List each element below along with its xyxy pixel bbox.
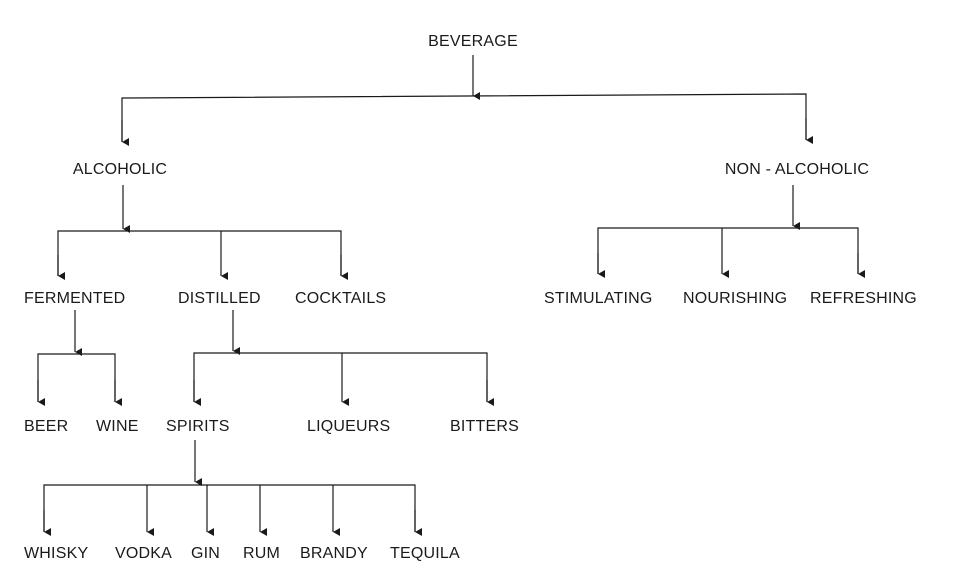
edge-beverage-bus: [121, 93, 807, 142]
node-refreshing: REFRESHING: [810, 290, 917, 307]
node-tequila: TEQUILA: [390, 545, 460, 562]
node-brandy: BRANDY: [300, 545, 368, 562]
node-gin: GIN: [191, 545, 221, 562]
node-beverage: BEVERAGE: [428, 33, 518, 50]
edge-spirits-bus: [43, 484, 416, 532]
node-spirits: SPIRITS: [166, 418, 230, 435]
node-cocktails: COCKTAILS: [295, 290, 387, 307]
node-beer: BEER: [24, 418, 69, 435]
node-non-alcoholic: NON - ALCOHOLIC: [724, 161, 870, 178]
node-stimulating: STIMULATING: [544, 290, 653, 307]
edge-fermented-bus: [37, 353, 116, 402]
node-wine: WINE: [96, 418, 139, 435]
edge-non-alcoholic-bus: [597, 227, 859, 274]
node-alcoholic: ALCOHOLIC: [72, 161, 168, 178]
node-vodka: VODKA: [115, 545, 173, 562]
edge-distilled-bus: [193, 352, 488, 402]
edge-alcoholic-bus: [57, 230, 342, 276]
node-fermented: FERMENTED: [24, 290, 126, 307]
node-nourishing: NOURISHING: [683, 290, 788, 307]
node-bitters: BITTERS: [450, 418, 519, 435]
node-whisky: WHISKY: [24, 545, 89, 562]
node-liqueurs: LIQUEURS: [307, 418, 391, 435]
node-distilled: DISTILLED: [178, 290, 261, 307]
node-rum: RUM: [243, 545, 281, 562]
